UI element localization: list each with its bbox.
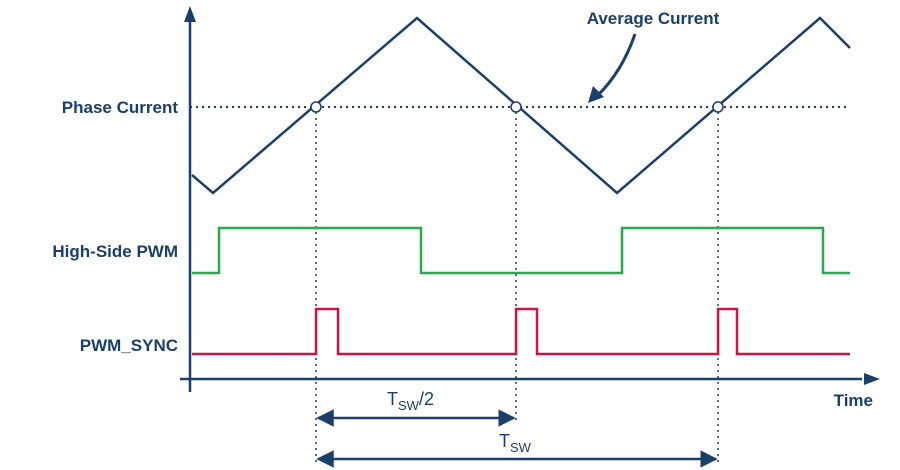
average-current-pointer	[595, 33, 637, 98]
tsw-half-label: TSW/2	[387, 389, 434, 413]
pwm-sync-waveform	[192, 307, 850, 356]
crossing-marker-2	[510, 101, 522, 113]
crossing-marker-3	[712, 101, 724, 113]
average-current-pointer-head	[588, 86, 604, 103]
pwm-sync-label: PWM_SYNC	[80, 336, 178, 355]
tsw-half-label-sub: SW	[398, 398, 420, 413]
y-axis-arrowhead	[184, 6, 196, 22]
crossing-marker-1	[310, 101, 322, 113]
tsw-label-main: T	[499, 431, 510, 451]
time-axis-label: Time	[834, 391, 873, 410]
x-axis-arrowhead	[864, 373, 880, 385]
high-side-pwm-label: High-Side PWM	[52, 242, 178, 261]
tsw-half-label-main: T	[387, 389, 398, 409]
tsw-label-sub: SW	[510, 440, 532, 455]
tsw-label: TSW	[499, 431, 532, 455]
high-side-pwm-waveform	[192, 226, 850, 275]
phase-current-label: Phase Current	[62, 98, 179, 117]
average-current-label: Average Current	[587, 9, 720, 28]
tsw-half-label-suffix: /2	[419, 389, 434, 409]
